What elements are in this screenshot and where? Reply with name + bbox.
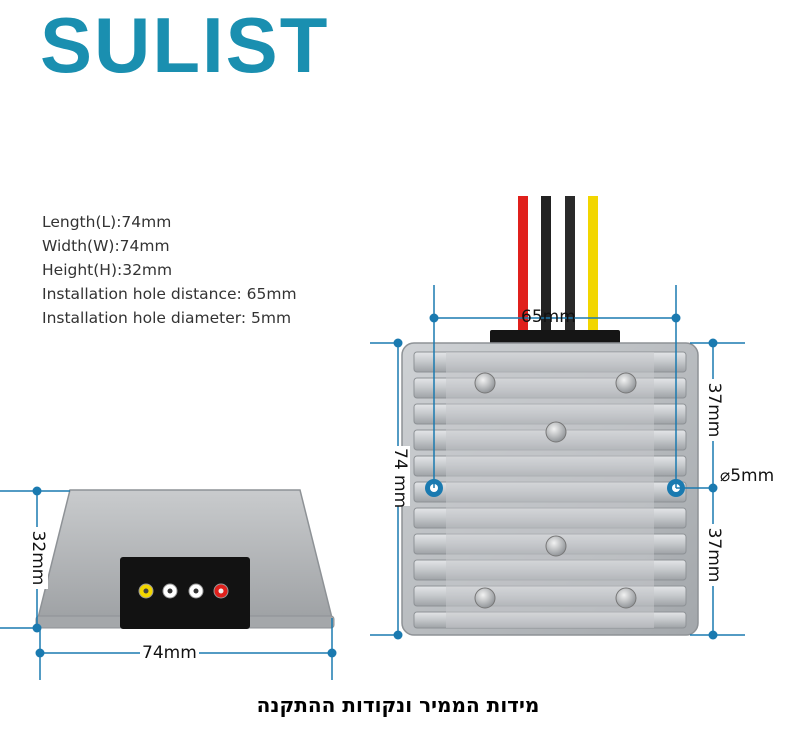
wire-black-1 [541, 196, 551, 338]
spec-list: Length(L):74mm Width(W):74mm Height(H):3… [42, 210, 297, 330]
spec-hole-diameter: Installation hole diameter: 5mm [42, 309, 292, 327]
top-view-converter [401, 196, 699, 636]
cable-gland [490, 330, 620, 346]
spec-length: Length(L):74mm [42, 213, 172, 231]
side-view-converter [35, 489, 335, 629]
caption: מידות הממיר ונקודות ההתקנה [256, 693, 540, 717]
center-channel [446, 352, 654, 628]
spec-width: Width(W):74mm [42, 237, 170, 255]
spec-height: Height(H):32mm [42, 261, 173, 279]
top-half-label: 37mm [704, 379, 724, 441]
screws [474, 372, 637, 609]
wire-black-2 [565, 196, 575, 338]
output-wires [518, 196, 598, 338]
side-height-label: 32mm [28, 527, 48, 589]
wire-red [518, 196, 528, 338]
length-label: 74 mm [390, 446, 410, 509]
hole-diameter-label: ⌀5mm [720, 466, 775, 486]
bottom-half-label: 37mm [704, 524, 724, 586]
brand-logo: SULIST [40, 1, 330, 89]
hole-distance-label: 65mm [521, 307, 576, 327]
spec-hole-distance: Installation hole distance: 65mm [42, 285, 297, 303]
terminal-block [120, 557, 250, 629]
wire-yellow [588, 196, 598, 338]
side-width-label: 74mm [140, 643, 199, 663]
